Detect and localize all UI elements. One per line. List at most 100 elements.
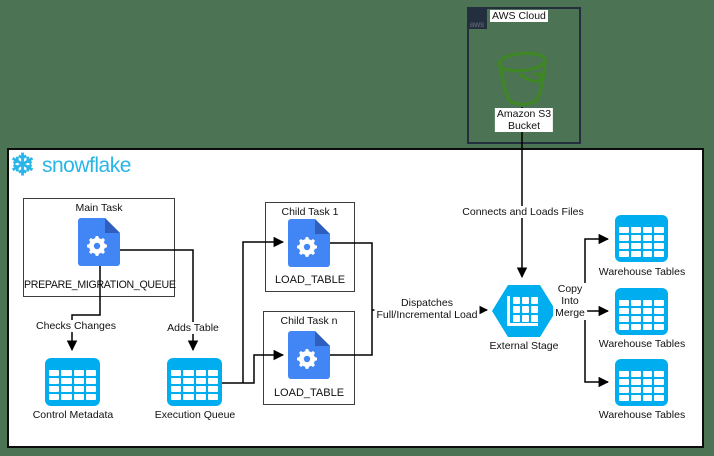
snowflake-logo-icon: ❄	[10, 149, 36, 182]
table-cell	[49, 378, 60, 384]
table-cell	[654, 324, 664, 330]
table-cell	[654, 395, 664, 401]
edge-label-dispatches: Dispatches Full/Incremental Load	[374, 297, 480, 322]
table-cell	[619, 395, 629, 401]
table-grid	[49, 370, 96, 400]
table-cell	[642, 308, 653, 314]
table-cell	[619, 387, 629, 393]
warehouse-tables-label-3: Warehouse Tables	[598, 409, 686, 421]
table-cell	[85, 394, 96, 400]
warehouse-table-icon	[615, 215, 668, 262]
table-cell	[642, 300, 653, 306]
table-cell	[619, 243, 629, 249]
table-cell	[642, 243, 653, 249]
aws-cloud-container	[467, 7, 581, 144]
table-cell	[61, 394, 72, 400]
table-cell	[61, 378, 72, 384]
table-cell	[195, 386, 206, 392]
table-cell	[642, 235, 653, 241]
edge-label-checks-changes: Checks Changes	[34, 320, 118, 333]
table-cell	[654, 308, 664, 314]
table-cell	[73, 378, 84, 384]
table-cell	[619, 379, 629, 385]
table-cell	[630, 243, 641, 249]
copy-line3: Merge	[555, 307, 585, 320]
child-task-n-label: LOAD_TABLE	[273, 387, 345, 399]
table-cell	[630, 387, 641, 393]
table-grid	[619, 227, 664, 257]
table-cell	[207, 386, 218, 392]
table-cell	[630, 316, 641, 322]
table-cell	[73, 370, 84, 376]
table-cell	[619, 300, 629, 306]
gear-document-icon	[288, 331, 330, 379]
table-cell	[642, 387, 653, 393]
execution-queue-label: Execution Queue	[154, 409, 236, 421]
table-cell	[654, 300, 664, 306]
table-cell	[207, 370, 218, 376]
table-cell	[630, 251, 641, 257]
main-task-label: PREPARE_MIGRATION_QUEUE	[24, 279, 176, 291]
s3-label-line2: Bucket	[507, 120, 541, 133]
table-cell	[73, 394, 84, 400]
table-cell	[642, 324, 653, 330]
table-cell	[85, 378, 96, 384]
table-cell	[630, 308, 641, 314]
table-cell	[195, 370, 206, 376]
table-cell	[654, 316, 664, 322]
table-cell	[630, 300, 641, 306]
s3-bucket-icon	[497, 51, 547, 106]
table-cell	[642, 316, 653, 322]
copy-line1: Copy	[557, 283, 583, 295]
table-cell	[183, 386, 194, 392]
table-cell	[183, 378, 194, 384]
table-cell	[619, 324, 629, 330]
table-cell	[619, 371, 629, 377]
warehouse-tables-label-2: Warehouse Tables	[598, 338, 686, 350]
table-grid	[619, 371, 664, 401]
table-cell	[654, 387, 664, 393]
table-cell	[619, 227, 629, 233]
table-cell	[642, 395, 653, 401]
control-metadata-label: Control Metadata	[32, 409, 114, 421]
snowflake-container	[7, 148, 704, 448]
table-cell	[654, 251, 664, 257]
dispatches-line1: Dispatches	[401, 297, 453, 309]
gear-document-icon	[78, 218, 120, 266]
table-cell	[654, 371, 664, 377]
table-cell	[183, 394, 194, 400]
main-task-title: Main Task	[75, 202, 123, 214]
table-cell	[654, 243, 664, 249]
warehouse-tables-label-1: Warehouse Tables	[598, 266, 686, 278]
control-metadata-table-icon	[45, 358, 100, 406]
child-task-1-label: LOAD_TABLE	[274, 274, 346, 286]
table-cell	[171, 386, 182, 392]
copy-line2: Into	[561, 295, 579, 308]
table-cell	[49, 386, 60, 392]
table-cell	[619, 308, 629, 314]
table-cell	[642, 251, 653, 257]
table-cell	[195, 394, 206, 400]
table-cell	[171, 394, 182, 400]
aws-logo-icon: aws	[467, 7, 487, 29]
table-cell	[630, 235, 641, 241]
table-cell	[195, 378, 206, 384]
table-cell	[619, 235, 629, 241]
table-cell	[207, 378, 218, 384]
s3-label-line1: Amazon S3	[496, 108, 552, 120]
table-cell	[49, 370, 60, 376]
table-cell	[183, 370, 194, 376]
gear-document-icon	[288, 219, 330, 267]
table-cell	[85, 370, 96, 376]
table-cell	[630, 371, 641, 377]
execution-queue-table-icon	[167, 358, 222, 406]
table-cell	[49, 394, 60, 400]
table-cell	[619, 251, 629, 257]
table-grid	[171, 370, 218, 400]
table-cell	[61, 370, 72, 376]
table-cell	[654, 379, 664, 385]
table-cell	[630, 379, 641, 385]
warehouse-table-icon	[615, 359, 668, 406]
external-stage-label: External Stage	[489, 340, 559, 352]
